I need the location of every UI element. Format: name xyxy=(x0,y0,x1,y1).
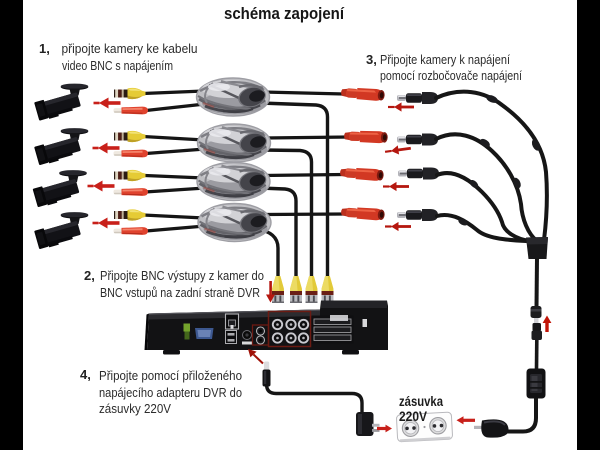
svg-text:1,: 1, xyxy=(39,41,50,56)
svg-text:Připojte BNC výstupy z kamer d: Připojte BNC výstupy z kamer do xyxy=(100,269,264,283)
svg-text:video BNC s napájením: video BNC s napájením xyxy=(62,59,173,73)
svg-text:Připojte pomocí přiloženého: Připojte pomocí přiloženého xyxy=(99,369,242,383)
svg-text:zásuvky 220V: zásuvky 220V xyxy=(99,402,172,416)
svg-text:3,: 3, xyxy=(366,52,377,67)
svg-text:220V: 220V xyxy=(399,409,427,424)
svg-text:připojte kamery ke kabelu: připojte kamery ke kabelu xyxy=(62,42,198,56)
svg-text:zásuvka: zásuvka xyxy=(399,394,443,409)
svg-text:4,: 4, xyxy=(80,367,91,382)
svg-text:Připojte kamery k napájení: Připojte kamery k napájení xyxy=(380,53,510,67)
svg-text:2,: 2, xyxy=(84,268,95,283)
svg-text:BNC vstupů na zadní straně DVR: BNC vstupů na zadní straně DVR xyxy=(100,286,260,300)
svg-text:pomocí rozbočovače napájení: pomocí rozbočovače napájení xyxy=(380,69,522,83)
svg-text:schéma zapojení: schéma zapojení xyxy=(224,5,345,23)
svg-text:napájecího adapteru DVR do: napájecího adapteru DVR do xyxy=(99,386,242,400)
